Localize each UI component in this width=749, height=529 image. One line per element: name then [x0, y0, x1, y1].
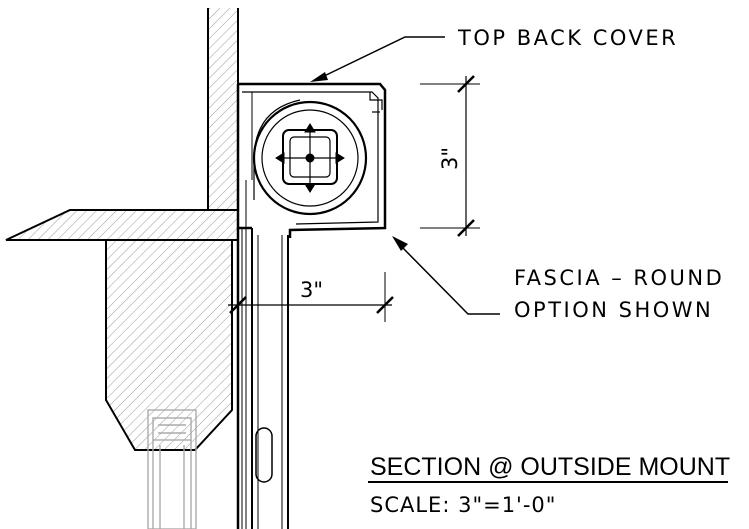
sill — [5, 209, 239, 241]
roller — [252, 99, 368, 216]
fascia-label-line2: OPTION SHOWN — [514, 298, 713, 322]
window-frame — [147, 409, 197, 529]
title-block: SECTION @ OUTSIDE MOUNT SCALE: 3"=1'-0" — [368, 453, 730, 517]
callout-fascia: FASCIA – ROUND OPTION SHOWN — [392, 236, 724, 322]
top-back-cover-label: TOP BACK COVER — [457, 26, 678, 50]
lower-wall — [105, 239, 233, 451]
dimension-horizontal-label: 3" — [300, 278, 323, 302]
wall — [207, 8, 239, 210]
callout-top-back-cover: TOP BACK COVER — [310, 26, 678, 82]
drawing-title: SECTION @ OUTSIDE MOUNT — [370, 453, 730, 481]
dimension-vertical: 3" — [420, 75, 480, 237]
fascia-label-line1: FASCIA – ROUND — [514, 266, 724, 290]
housing — [236, 82, 387, 238]
guide-rail — [236, 180, 289, 529]
dimension-horizontal: 3" — [228, 272, 394, 322]
drawing-scale: SCALE: 3"=1'-0" — [370, 493, 556, 517]
dimension-vertical-label: 3" — [438, 147, 462, 170]
